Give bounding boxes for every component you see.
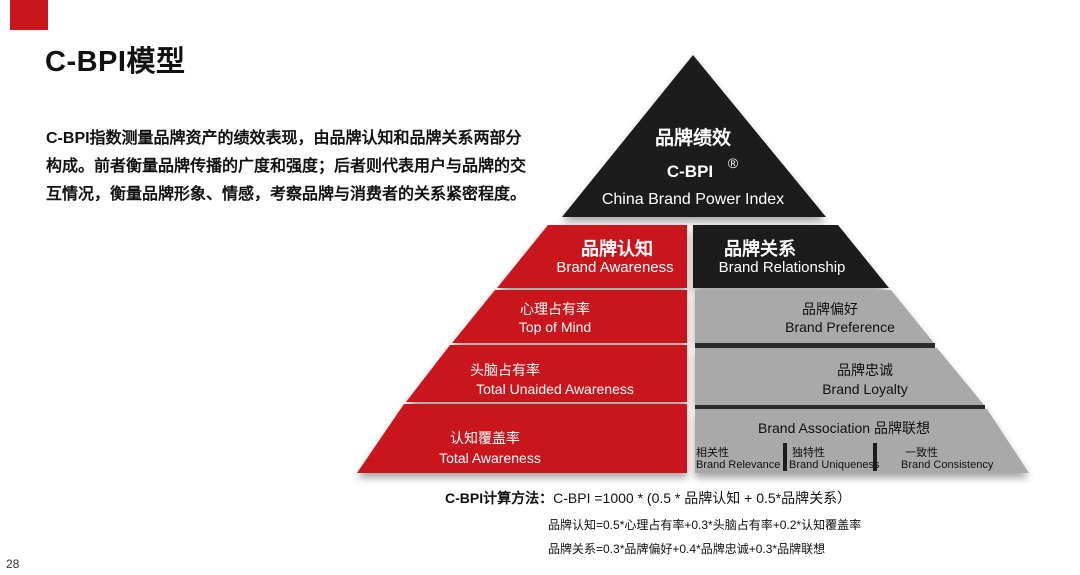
formula-main-line: C-BPI计算方法：C-BPI =1000 * (0.5 * 品牌认知 + 0.… [445,488,851,508]
association-item-1-en: Brand Relevance [696,459,781,471]
page-number: 28 [6,557,20,571]
awareness-level-2-cn: 头脑占有率 [470,362,540,378]
association-separator-1 [783,443,787,471]
awareness-header-segment [497,225,687,288]
awareness-title: 品牌认知 [581,239,653,259]
association-item-3-cn: 一致性 [905,447,938,459]
relationship-divider-2 [695,405,985,409]
page-title: C-BPI模型 [45,46,186,78]
association-item-2-cn: 独特性 [792,447,825,459]
top-cbpi: C-BPI [666,162,714,181]
awareness-level-1 [452,290,687,343]
awareness-level-3-cn: 认知覆盖率 [450,430,520,446]
relationship-level-3 [695,409,1029,473]
awareness-level-2 [406,345,687,402]
relationship-title: 品牌关系 [724,239,796,259]
top-english: China Brand Power Index [601,191,785,208]
relationship-level-1-en: Brand Preference [785,319,895,335]
formula-main: C-BPI =1000 * (0.5 * 品牌认知 + 0.5*品牌关系） [553,490,852,506]
relationship-english: Brand Relationship [718,259,846,276]
association-item-1-cn: 相关性 [696,447,729,459]
pyramid-top-segment [562,55,826,217]
association-title: Brand Association 品牌联想 [758,420,930,436]
awareness-english: Brand Awareness [556,259,674,276]
awareness-level-1-cn: 心理占有率 [520,301,590,317]
pyramid-graphic [357,55,1029,473]
relationship-header-segment [693,225,889,288]
relationship-level-1 [695,290,934,343]
relationship-level-2 [695,348,984,405]
relationship-level-2-en: Brand Loyalty [822,381,908,397]
association-item-3-en: Brand Consistency [901,459,994,471]
top-title: 品牌绩效 [654,128,731,149]
cbpi-pyramid: 品牌绩效 C-BPI ® China Brand Power Index 品牌认… [340,45,1040,510]
model-description: C-BPI指数测量品牌资产的绩效表现，由品牌认知和品牌关系两部分构成。前者衡量品… [46,130,527,203]
relationship-level-1-cn: 品牌偏好 [802,301,858,317]
awareness-level-3-en: Total Awareness [439,450,541,466]
formula-label: C-BPI计算方法： [445,490,554,506]
formula-relationship: 品牌关系=0.3*品牌偏好+0.4*品牌忠诚+0.3*品牌联想 [548,542,826,556]
formula-awareness: 品牌认知=0.5*心理占有率+0.3*头脑占有率+0.2*认知覆盖率 [548,518,862,532]
relationship-divider-1 [695,343,935,348]
relationship-level-2-cn: 品牌忠诚 [837,362,893,378]
awareness-level-3 [357,404,687,473]
corner-accent-block [10,0,48,30]
association-separator-2 [873,443,877,471]
registered-mark: ® [727,155,739,171]
awareness-level-1-en: Top of Mind [518,319,592,335]
association-item-2-en: Brand Uniqueness [789,459,880,471]
awareness-level-2-en: Total Unaided Awareness [476,381,634,397]
